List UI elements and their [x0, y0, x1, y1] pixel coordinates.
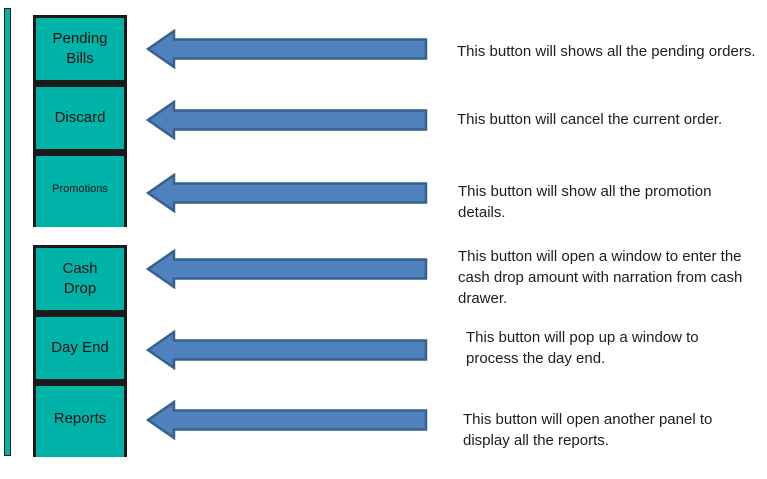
- left-arrow-icon: [146, 100, 428, 140]
- pending-bills-button[interactable]: Pending Bills: [36, 18, 124, 80]
- discard-button[interactable]: Discard: [36, 87, 124, 149]
- left-arrow-icon: [146, 173, 428, 213]
- promotions-button[interactable]: Promotions: [36, 156, 124, 227]
- pending-bills-description: This button will shows all the pending o…: [457, 43, 756, 60]
- promotions-description: This button will show all the promotion …: [458, 183, 712, 221]
- discard-description: This button will cancel the current orde…: [457, 111, 723, 128]
- reports-description: This button will open another panel to d…: [463, 411, 713, 449]
- cash-drop-description: This button will open a window to enter …: [458, 248, 743, 307]
- cash-drop-button[interactable]: Cash Drop: [36, 248, 124, 310]
- left-arrow-icon: [146, 330, 428, 370]
- button-group-bottom: Cash Drop Day End Reports: [33, 245, 127, 457]
- cropped-panel-edge: [4, 8, 11, 456]
- left-arrow-icon: [146, 249, 428, 289]
- left-arrow-icon: [146, 400, 428, 440]
- button-group-top: Pending Bills Discard Promotions: [33, 15, 127, 227]
- left-arrow-icon: [146, 29, 428, 69]
- day-end-description: This button will pop up a window to proc…: [466, 329, 699, 367]
- reports-button[interactable]: Reports: [36, 386, 124, 457]
- day-end-button[interactable]: Day End: [36, 317, 124, 379]
